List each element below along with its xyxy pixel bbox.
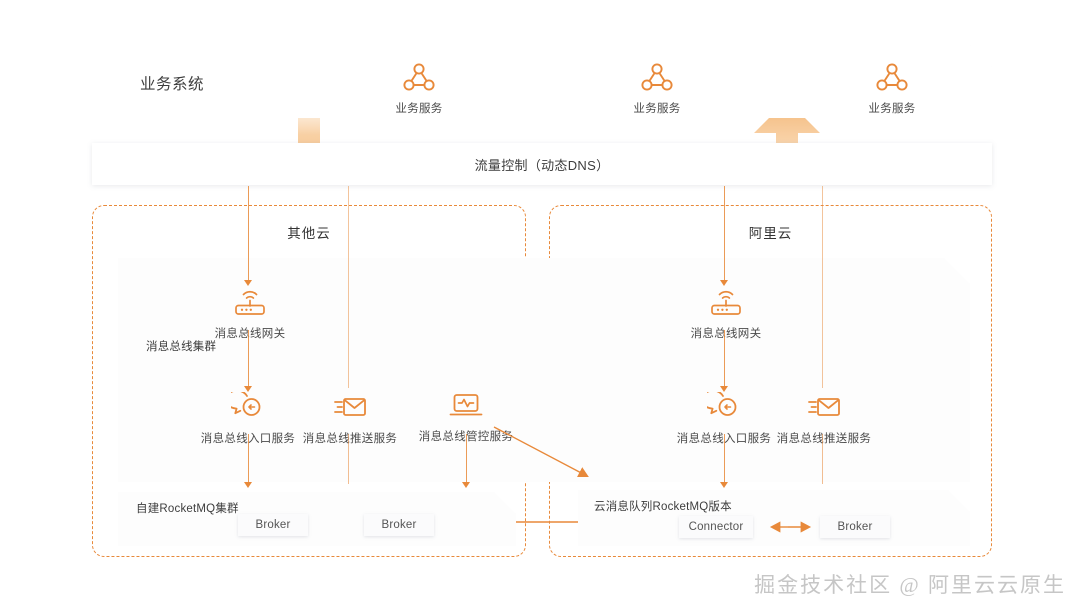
selfbuilt-broker-2[interactable]: Broker	[364, 514, 434, 536]
connector-right-gateway-to-flow	[724, 186, 726, 282]
business-service-1[interactable]: 业务服务	[374, 62, 464, 116]
chat-bubble-icon	[225, 389, 261, 416]
arrowhead-right-gateway	[720, 280, 728, 286]
connector-left-push-column	[348, 186, 350, 388]
envelope-push-icon	[334, 398, 366, 416]
cloud-broker-node[interactable]: Broker	[820, 516, 890, 538]
chat-bubble-icon	[701, 389, 737, 416]
arrowhead-left-gateway	[244, 280, 252, 286]
business-system-title: 业务系统	[140, 76, 205, 93]
business-service-2[interactable]: 业务服务	[612, 62, 702, 116]
left-gateway-label: 消息总线网关	[214, 328, 286, 340]
left-push-service-label: 消息总线推送服务	[302, 433, 398, 445]
right-gateway-label: 消息总线网关	[690, 328, 762, 340]
alibaba-cloud-title: 阿里云	[748, 226, 793, 241]
selfbuilt-broker-1[interactable]: Broker	[238, 514, 308, 536]
arrowhead-left-entry-service	[244, 386, 252, 392]
selfbuilt-rocketmq-tag: 自建RocketMQ集群	[136, 503, 239, 515]
left-control-service[interactable]: 消息总线管控服务	[398, 390, 534, 444]
watermark-text: 掘金技术社区 @ 阿里云云原生	[754, 573, 1066, 597]
cloud-rocketmq-panel	[578, 490, 970, 546]
cloud-connector-node[interactable]: Connector	[679, 516, 753, 538]
right-message-bus-gateway[interactable]: 消息总线网关	[683, 285, 769, 341]
business-service-3[interactable]: 业务服务	[847, 62, 937, 116]
business-service-label: 业务服务	[868, 103, 916, 115]
connector-left-control-to-broker	[466, 434, 468, 484]
cloud-rocketmq-tag: 云消息队列RocketMQ版本	[594, 501, 732, 513]
connector-right-push-to-broker	[822, 434, 824, 484]
connector-broker-bidirectional-arrow	[769, 521, 812, 533]
right-push-service[interactable]: 消息总线推送服务	[756, 392, 892, 446]
router-gateway-icon	[235, 290, 265, 315]
message-bus-panel	[118, 258, 970, 482]
right-entry-service[interactable]: 消息总线入口服务	[656, 389, 792, 446]
connector-left-gateway-to-entry	[248, 330, 250, 388]
connector-right-push-column	[822, 186, 824, 388]
business-service-label: 业务服务	[633, 103, 681, 115]
connector-left-push-to-broker	[348, 434, 350, 484]
arrowhead-right-entry-service	[720, 386, 728, 392]
left-push-service[interactable]: 消息总线推送服务	[282, 392, 418, 446]
other-cloud-title: 其他云	[287, 226, 331, 241]
left-entry-service[interactable]: 消息总线入口服务	[180, 389, 316, 446]
business-system-bar	[92, 45, 992, 118]
router-gateway-icon	[711, 290, 741, 315]
left-control-service-label: 消息总线管控服务	[398, 428, 534, 444]
connector-flow-to-left-gateway	[248, 186, 250, 282]
microservice-icon	[641, 63, 673, 91]
message-bus-cluster-tag: 消息总线集群	[146, 341, 217, 353]
microservice-icon	[876, 63, 908, 91]
control-to-cloud-diagonal-arrow	[493, 426, 589, 478]
right-entry-service-label: 消息总线入口服务	[656, 430, 792, 446]
left-message-bus-gateway[interactable]: 消息总线网关	[207, 285, 293, 341]
selfbuilt-rocketmq-panel	[118, 492, 516, 546]
connector-right-entry-to-connector	[724, 434, 726, 484]
traffic-control-label: 流量控制（动态DNS）	[474, 157, 610, 173]
upward-flow-arrow	[754, 100, 820, 177]
arrowhead-left-broker-2	[462, 482, 470, 488]
left-entry-service-label: 消息总线入口服务	[180, 430, 316, 446]
business-service-label: 业务服务	[395, 103, 443, 115]
arrowhead-left-broker-1	[244, 482, 252, 488]
traffic-control-bar: 流量控制（动态DNS）	[92, 143, 992, 185]
microservice-icon	[403, 63, 435, 91]
envelope-push-icon	[808, 398, 840, 416]
connector-left-entry-to-broker	[248, 434, 250, 484]
laptop-monitor-icon	[449, 394, 483, 416]
connector-right-gateway-to-entry	[724, 330, 726, 388]
arrowhead-right-connector	[720, 482, 728, 488]
right-push-service-label: 消息总线推送服务	[776, 433, 872, 445]
